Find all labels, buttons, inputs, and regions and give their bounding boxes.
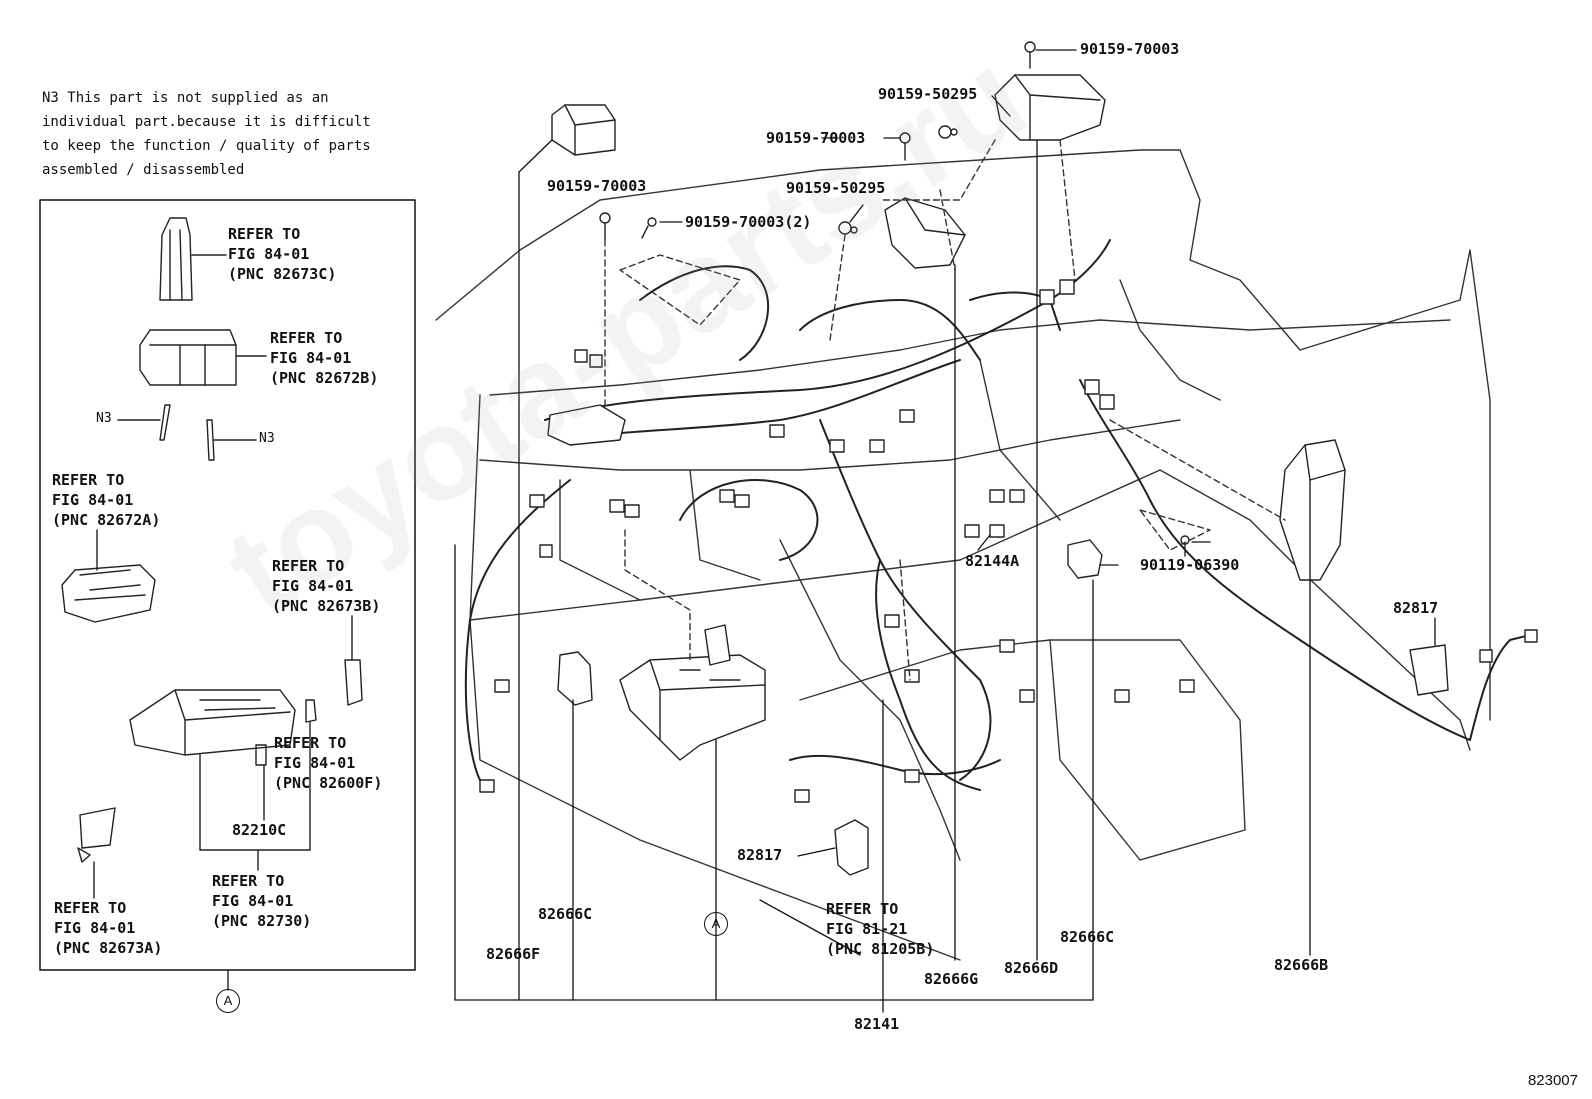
ref-line: FIG 84-01 xyxy=(54,919,136,937)
main-ref-81205b[interactable]: REFER TO FIG 81-21 (PNC 81205B) xyxy=(826,899,934,959)
connector-82817-center xyxy=(834,819,869,876)
diagram-code: 823007 xyxy=(1527,1072,1578,1089)
ref-line: (PNC 82672B) xyxy=(270,369,379,387)
part-82666b[interactable]: 82666B xyxy=(1274,956,1329,974)
part-82144a[interactable]: 82144A xyxy=(965,552,1020,570)
ref-line: (PNC 82730) xyxy=(212,912,312,930)
connector-82666c-right xyxy=(1067,539,1103,579)
inset-ref-82600f[interactable]: REFER TO FIG 84-01 (PNC 82600F) xyxy=(274,733,382,793)
ref-line: FIG 84-01 xyxy=(274,754,356,772)
part-82666f[interactable]: 82666F xyxy=(486,945,541,963)
bracket-top-left xyxy=(551,104,616,156)
inset-ref-82673b[interactable]: REFER TO FIG 84-01 (PNC 82673B) xyxy=(272,556,380,616)
bracket-left-dash xyxy=(547,404,626,446)
part-82666d[interactable]: 82666D xyxy=(1004,959,1059,977)
connector-82817-right xyxy=(1409,644,1449,696)
dashed-leaders xyxy=(604,139,1286,681)
bracket-82666b xyxy=(1279,439,1346,581)
bolt-label[interactable]: 90119-06390 xyxy=(1140,556,1240,574)
inset-circle-a: A xyxy=(216,989,240,1013)
inset-n3-pins xyxy=(117,404,257,461)
note-line: N3 This part is not supplied as an xyxy=(42,90,329,106)
part-82141[interactable]: 82141 xyxy=(854,1015,900,1033)
bolt-label[interactable]: 90159-70003 xyxy=(766,129,866,147)
part-82666c-right[interactable]: 82666C xyxy=(1060,928,1115,946)
note-line: assembled / disassembled xyxy=(42,162,245,178)
part-82210c[interactable]: 82210C xyxy=(232,821,287,839)
ref-line: FIG 84-01 xyxy=(212,892,294,910)
inset-connector-82673b xyxy=(344,615,363,706)
inset-connector-82210c xyxy=(255,744,267,821)
inset-ref-82673c[interactable]: REFER TO FIG 84-01 (PNC 82673C) xyxy=(228,224,336,284)
leader-lines xyxy=(454,49,1436,1013)
ref-line: REFER TO xyxy=(826,900,899,918)
ref-line: FIG 84-01 xyxy=(272,577,354,595)
n3-label-right: N3 xyxy=(259,431,275,446)
bolt-label[interactable]: 90159-50295 xyxy=(878,85,978,103)
inset-bracket-82730 xyxy=(199,849,311,871)
inset-relay-block-82672a xyxy=(61,529,156,623)
ref-line: (PNC 82600F) xyxy=(274,774,383,792)
ref-line: REFER TO xyxy=(270,329,343,347)
ref-line: REFER TO xyxy=(274,734,347,752)
part-82666g[interactable]: 82666G xyxy=(924,970,979,988)
ref-line: REFER TO xyxy=(272,557,345,575)
main-circle-a: A xyxy=(704,912,728,936)
ref-line: FIG 81-21 xyxy=(826,920,908,938)
ref-line: FIG 84-01 xyxy=(52,491,134,509)
connector-82666c-left xyxy=(557,651,593,706)
bolt-label[interactable]: 90159-70003 xyxy=(1080,40,1180,58)
inset-ref-82672a[interactable]: REFER TO FIG 84-01 (PNC 82672A) xyxy=(52,470,160,530)
note-line: to keep the function / quality of parts xyxy=(42,138,371,154)
inset-junction-82672b xyxy=(139,329,267,386)
ref-line: (PNC 82673C) xyxy=(228,265,337,283)
ref-line: REFER TO xyxy=(228,225,301,243)
part-82817-right[interactable]: 82817 xyxy=(1393,599,1439,617)
note-line: individual part.because it is difficult xyxy=(42,114,371,130)
inset-fuse-box-82730 xyxy=(129,689,296,851)
ref-line: (PNC 81205B) xyxy=(826,940,935,958)
ref-line: (PNC 82673A) xyxy=(54,939,163,957)
inset-connector-82600f xyxy=(305,699,317,851)
harness-connectors xyxy=(479,279,1538,803)
inset-connector-82673c xyxy=(159,217,227,301)
n3-note: N3 This part is not supplied as an indiv… xyxy=(42,86,371,182)
part-82817-center[interactable]: 82817 xyxy=(737,846,783,864)
ref-line: (PNC 82672A) xyxy=(52,511,161,529)
ref-line: REFER TO xyxy=(52,471,125,489)
inset-connector-82673a xyxy=(77,807,116,899)
dashboard-outline xyxy=(435,149,1491,961)
bolt-label[interactable]: 90159-50295 xyxy=(786,179,886,197)
bolts xyxy=(599,41,1190,557)
inset-ref-82672b[interactable]: REFER TO FIG 84-01 (PNC 82672B) xyxy=(270,328,378,388)
relay-block-center xyxy=(619,624,766,761)
bracket-top-center xyxy=(994,74,1106,141)
inset-ref-82730[interactable]: REFER TO FIG 84-01 (PNC 82730) xyxy=(212,871,311,931)
bolt-label[interactable]: 90159-70003(2) xyxy=(685,213,812,231)
part-82666c-left[interactable]: 82666C xyxy=(538,905,593,923)
bolt-label[interactable]: 90159-70003 xyxy=(547,177,647,195)
ref-line: (PNC 82673B) xyxy=(272,597,381,615)
inset-ref-82673a[interactable]: REFER TO FIG 84-01 (PNC 82673A) xyxy=(54,898,162,958)
ref-line: FIG 84-01 xyxy=(228,245,310,263)
ref-line: FIG 84-01 xyxy=(270,349,352,367)
ref-line: REFER TO xyxy=(212,872,285,890)
ref-line: REFER TO xyxy=(54,899,127,917)
n3-label-left: N3 xyxy=(96,411,112,426)
